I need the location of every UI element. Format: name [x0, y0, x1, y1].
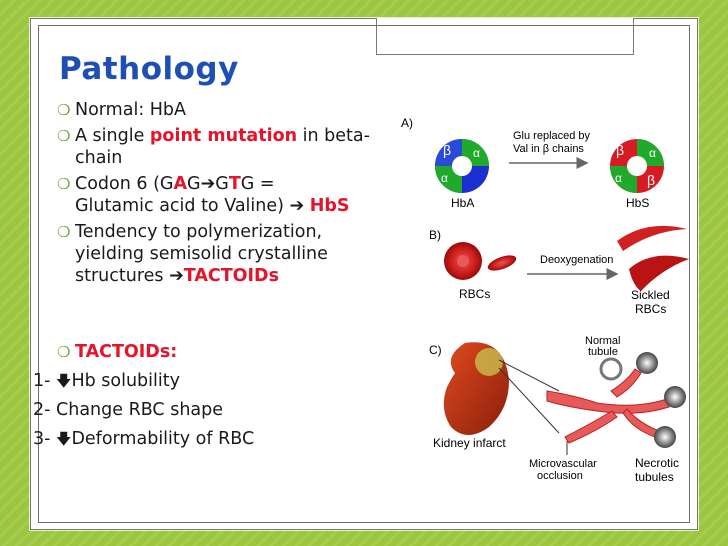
list-text: 2- Change RBC shape: [33, 400, 224, 420]
sickle-cell-figure: A) β α α HbA Glu replaced by Val in β ch…: [401, 116, 689, 484]
bullet-text: yielding semisolid crystalline: [75, 244, 328, 264]
list-text: Hb solubility: [71, 371, 180, 391]
bullet-text: chain: [75, 148, 123, 168]
necrotic-1: Necrotic: [635, 456, 679, 470]
rbcs-caption: RBCs: [459, 287, 490, 301]
bullet-icon: ❍: [57, 343, 71, 361]
alpha-label: α: [473, 146, 480, 160]
arrow-down-icon: 🡇: [56, 430, 72, 448]
slide-tab: [376, 18, 634, 55]
alpha-label: α: [615, 171, 622, 185]
beta-label: β: [647, 172, 655, 188]
necrotic-2: tubules: [635, 470, 674, 484]
normal-tubule-2: tubule: [588, 346, 618, 358]
bullet-text: A single: [75, 126, 150, 146]
list-item-deformability: 3- 🡇Deformability of RBC: [33, 429, 254, 454]
kidney-infarct-caption: Kidney infarct: [433, 436, 506, 450]
list-text: Deformability of RBC: [71, 429, 255, 449]
highlight-t: T: [228, 174, 241, 194]
beta-label: β: [616, 142, 624, 158]
hbs-molecule: β β α α: [610, 139, 664, 193]
list-number: 1-: [33, 371, 57, 391]
hbs-caption: HbS: [626, 196, 649, 210]
arrow-down-icon: 🡇: [56, 372, 72, 390]
panel-c-label: C): [429, 343, 442, 357]
sickled-rbcs: [617, 225, 689, 291]
kidney: [443, 342, 560, 435]
alpha-label: α: [441, 171, 448, 185]
bullet-text: Normal: HbA: [75, 100, 187, 120]
normal-tubule-1: Normal: [585, 335, 620, 347]
bullet-icon: ❍: [57, 175, 71, 193]
list-item-rbc-shape: 2- Change RBC shape: [33, 400, 223, 420]
tactoids-heading: TACTOIDs:: [75, 342, 178, 362]
bullet-icon: ❍: [57, 223, 71, 241]
slide-inner-border: [38, 25, 690, 523]
bullet-text: structures ➔: [75, 266, 184, 286]
bullet-text: Glutamic acid to Valine) ➔: [75, 196, 310, 216]
bullet-text: G =: [240, 174, 275, 194]
highlight-hbs: HbS: [309, 196, 350, 216]
alpha-label: α: [649, 146, 656, 160]
microvascular-2: occlusion: [537, 470, 583, 482]
panel-a-label: A): [401, 116, 413, 130]
hba-caption: HbA: [451, 196, 474, 210]
vessels: [546, 368, 670, 444]
deoxygenation-text: Deoxygenation: [540, 254, 613, 266]
slide: Pathology ❍ Normal: HbA ❍ A single point…: [30, 18, 698, 530]
bullet-text: Tendency to polymerization,: [75, 222, 323, 242]
panel-b-label: B): [429, 228, 441, 242]
slide-title: Pathology: [59, 51, 239, 87]
glu-replaced-text: Glu replaced by: [513, 130, 591, 142]
sickled-caption-2: RBCs: [635, 302, 666, 316]
highlight-point-mutation: point mutation: [149, 126, 298, 146]
highlight-tactoids: TACTOIDs: [183, 266, 279, 286]
tubules: [599, 352, 686, 448]
list-item-hb-solubility: 1- 🡇Hb solubility: [33, 371, 180, 396]
bullet-text: G: [215, 174, 229, 194]
bullet-icon: ❍: [57, 127, 71, 145]
highlight-a: A: [173, 174, 188, 194]
hba-molecule: β α α: [435, 139, 489, 193]
list-number: 3-: [33, 429, 57, 449]
bullet-text: Codon 6 (G: [75, 174, 174, 194]
bullet-text: in beta-: [297, 126, 370, 146]
bullet-icon: ❍: [57, 101, 71, 119]
microvascular-1: Microvascular: [529, 458, 597, 470]
val-beta-text: Val in β chains: [513, 143, 584, 155]
normal-rbcs: [444, 242, 517, 280]
bullet-text: G: [187, 174, 201, 194]
arrow-right-icon: ➔: [200, 174, 216, 194]
beta-label: β: [443, 142, 451, 158]
sickled-caption-1: Sickled: [631, 288, 670, 302]
